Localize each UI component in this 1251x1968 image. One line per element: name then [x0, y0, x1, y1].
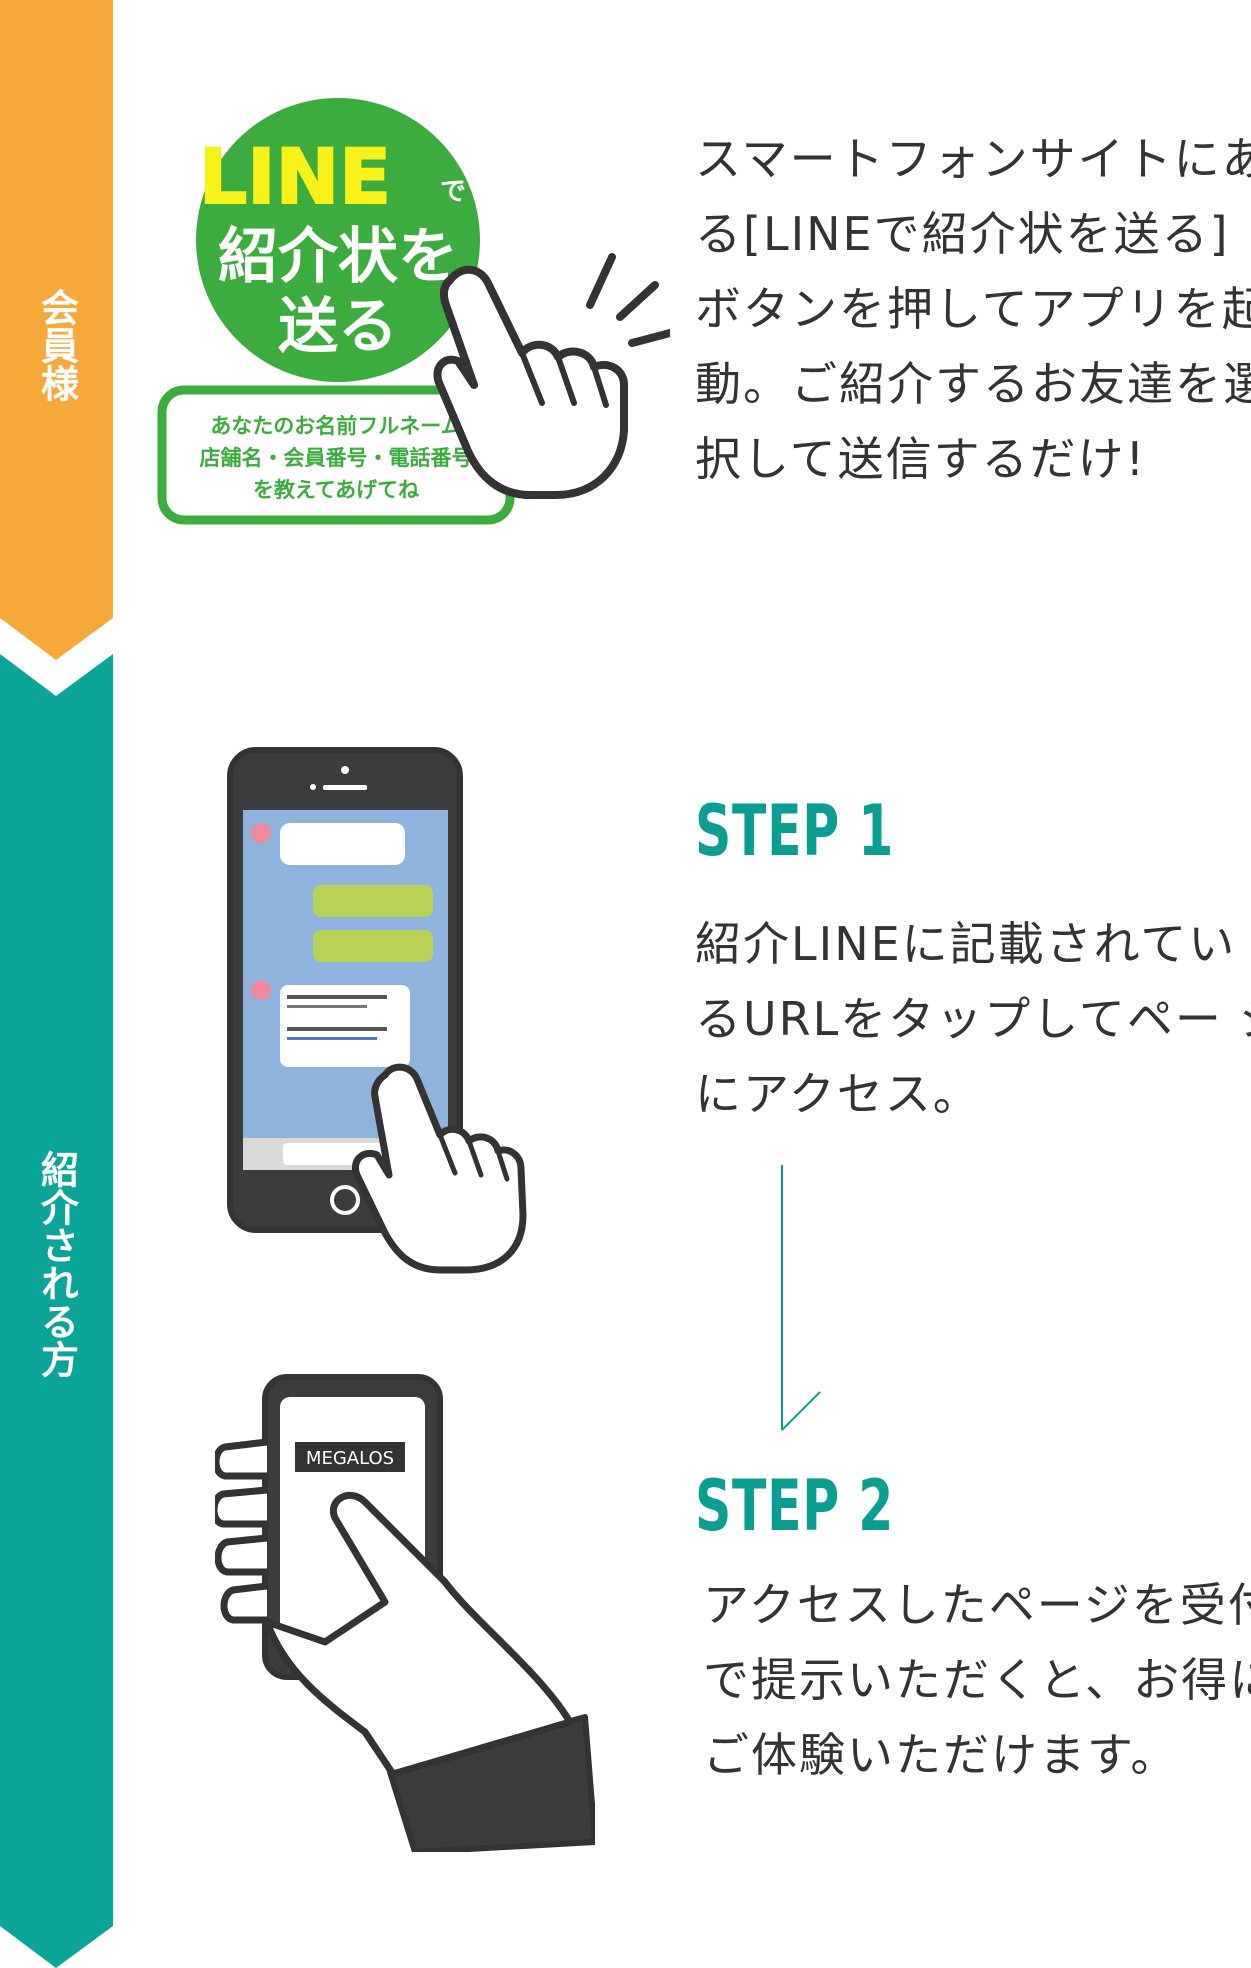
badge-note-3: を教えてあげてね: [253, 478, 419, 502]
badge-line1: 紹介状を: [218, 222, 458, 292]
step1-description: 紹介LINEに記載されてい るURLをタップしてペー ジ にアクセス。: [695, 917, 1251, 1121]
flow-arrow-icon: [781, 1165, 821, 1431]
badge-circle: [196, 98, 480, 382]
referred-label: 紹介される方: [34, 1150, 79, 1378]
member-description: スマートフォンサイトにあ る[LINEで紹介状を送る] ボタンを押してアプリを起…: [695, 132, 1251, 486]
badge-de: で: [440, 177, 466, 207]
smartphone-chat-icon: [227, 747, 527, 1274]
badge-note-2: 店舗名・会員番号・電話番号: [200, 446, 473, 470]
step2-title: STEP 2: [695, 1465, 894, 1547]
phone-brand: MEGALOS: [306, 1448, 394, 1469]
step1-title: STEP 1: [695, 790, 894, 872]
badge-line2: 送る: [278, 292, 398, 362]
line-badge-illustration: LINE で 紹介状を 送る あなたのお名前フルネーム 店舗名・会員番号・電話番…: [157, 98, 670, 525]
sidebar: [0, 0, 113, 1968]
step2-description: アクセスしたページを受付 で提示いただくと、お得に ご体験いただけます。: [703, 1578, 1251, 1782]
hand-pointer-icon: [433, 253, 670, 499]
member-ribbon: [0, 0, 113, 660]
badge-brand: LINE: [199, 132, 391, 221]
badge-note-1: あなたのお名前フルネーム: [210, 414, 461, 438]
member-label: 会員様: [34, 288, 79, 402]
referred-ribbon: [0, 654, 113, 1968]
hand-holding-phone-icon: MEGALOS: [215, 1374, 595, 1852]
